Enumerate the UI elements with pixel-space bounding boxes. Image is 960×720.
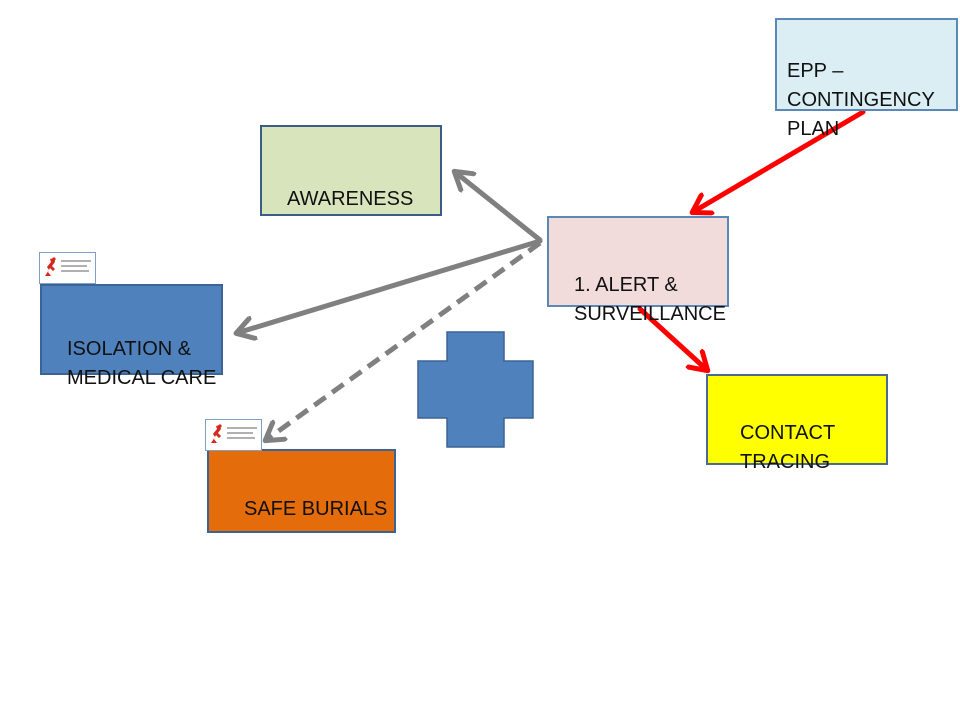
- msf-emblem-icon: [45, 257, 56, 276]
- msf-logo-icon: [39, 252, 96, 284]
- epp-contingency-plan-box: EPP – CONTINGENCY PLAN: [775, 18, 958, 140]
- logo-text-line: [61, 270, 89, 272]
- awareness-label: AWARENESS: [287, 188, 414, 210]
- isolation-label: ISOLATION & MEDICAL CARE: [67, 338, 217, 389]
- alert-surveillance-box: 1. ALERT & SURVEILLANCE: [547, 216, 729, 325]
- alert-label: 1. ALERT & SURVEILLANCE: [574, 274, 726, 325]
- isolation-medical-care-box: ISOLATION & MEDICAL CARE: [40, 284, 223, 389]
- safe-burials-box: SAFE BURIALS: [207, 449, 396, 533]
- epp-label: EPP – CONTINGENCY PLAN: [787, 60, 935, 140]
- logo-text-line: [227, 427, 257, 429]
- logo-text-line: [61, 265, 87, 267]
- logo-text-line: [61, 260, 91, 262]
- contact-tracing-box: CONTACT TRACING: [706, 374, 888, 473]
- dashed-arrow-alert-to-burials: [266, 240, 542, 440]
- arrow-epp-to-alert: [693, 109, 866, 212]
- arrow-alert-to-awareness: [455, 172, 543, 243]
- arrow-alert-to-contact: [637, 306, 707, 370]
- msf-emblem-icon: [211, 424, 222, 443]
- burials-label: SAFE BURIALS: [244, 498, 388, 520]
- contact-label: CONTACT TRACING: [740, 422, 836, 473]
- arrow-alert-to-isolation: [237, 238, 543, 333]
- logo-text-line: [227, 437, 255, 439]
- medical-cross-icon: [417, 331, 534, 448]
- logo-text-line: [227, 432, 253, 434]
- msf-logo-icon: [205, 419, 262, 451]
- awareness-box: AWARENESS: [260, 125, 442, 216]
